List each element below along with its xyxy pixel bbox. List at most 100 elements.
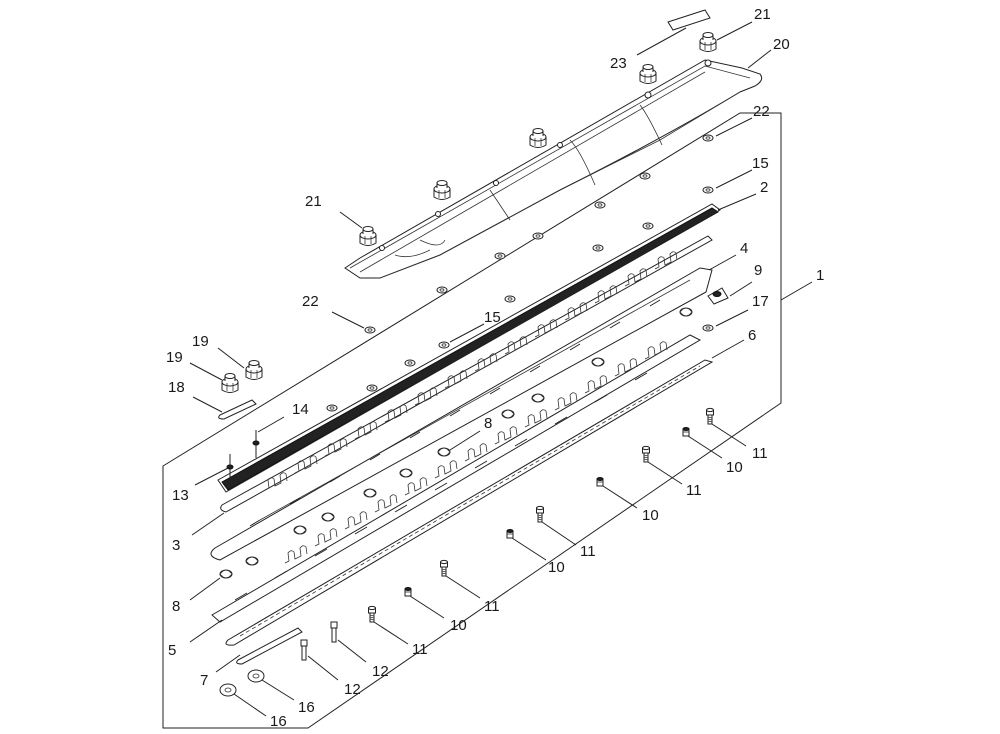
gear-8-f: [399, 468, 413, 478]
gear-8-e: [363, 488, 377, 498]
callout-12-lower: 12: [344, 681, 361, 698]
callout-11-d: 11: [484, 598, 500, 615]
gear-8-i: [591, 357, 605, 367]
callout-21-lower: 21: [305, 193, 322, 210]
callout-9: 9: [754, 262, 762, 279]
washer-c: [532, 232, 544, 240]
nut-19-right: [245, 360, 263, 380]
callout-8-left: 8: [172, 598, 180, 615]
callout-12-upper: 12: [372, 663, 389, 680]
nut-21-upper: [699, 32, 717, 52]
callout-21-upper: 21: [754, 6, 771, 23]
washer-d: [494, 252, 506, 260]
washer-15-upper: [702, 186, 714, 194]
nut-19-left: [221, 373, 239, 393]
washer-k: [642, 222, 654, 230]
callout-7: 7: [200, 672, 208, 689]
callout-6: 6: [748, 327, 756, 344]
callout-11-c: 11: [580, 543, 596, 560]
callout-10-d: 10: [450, 617, 467, 634]
bolt-12-lower: [300, 639, 308, 661]
washer-e: [436, 286, 448, 294]
upper-blade-part-4: [210, 251, 713, 561]
spacer-plate-part-7: [236, 627, 303, 665]
callout-11-e: 11: [412, 641, 428, 658]
gear-8-center: [437, 447, 451, 457]
gear-8-left: [219, 569, 233, 579]
gear-8-j: [679, 307, 693, 317]
callout-23: 23: [610, 55, 627, 72]
callout-19-lower: 19: [166, 349, 183, 366]
callout-1: 1: [816, 267, 824, 284]
bolt-10-b: [596, 477, 604, 487]
bolt-11-b: [642, 445, 650, 463]
callout-14: 14: [292, 401, 309, 418]
blade-cover-part-20: [344, 59, 763, 279]
clip-part-9: [707, 287, 729, 305]
washer-15-lower: [438, 341, 450, 349]
nut-21-lower: [359, 226, 377, 246]
callout-10-c: 10: [548, 559, 565, 576]
callout-11-a: 11: [752, 445, 768, 462]
callout-10-b: 10: [642, 507, 659, 524]
callout-22-lower: 22: [302, 293, 319, 310]
plate-part-18: [218, 399, 257, 420]
leader-lines: [189, 21, 813, 717]
gear-8-d: [321, 512, 335, 522]
nut-cover-3: [529, 128, 547, 148]
back-plate-part-2: [217, 203, 721, 493]
callout-17: 17: [752, 293, 769, 310]
gear-8-h: [531, 393, 545, 403]
bolt-11-d: [440, 559, 448, 577]
callout-16-upper: 16: [298, 699, 315, 716]
bolt-12-upper: [330, 621, 338, 643]
callout-13: 13: [172, 487, 189, 504]
label-part-23: [667, 9, 711, 31]
bolt-11-a: [706, 407, 714, 425]
callout-16-lower: 16: [270, 713, 287, 730]
bottom-bar-part-6: [225, 359, 714, 646]
bolt-11-c: [536, 505, 544, 523]
bolt-10-a: [682, 427, 690, 437]
assembly-frame: [162, 112, 782, 729]
nut-23: [639, 64, 657, 84]
callout-3: 3: [172, 537, 180, 554]
callout-19-upper: 19: [192, 333, 209, 350]
washer-h: [366, 384, 378, 392]
gear-8-g: [501, 409, 515, 419]
callout-8-center: 8: [484, 415, 492, 432]
bolt-11-e: [368, 605, 376, 623]
washer-i: [326, 404, 338, 412]
callout-15-upper: 15: [752, 155, 769, 172]
lower-blade-part-5: [211, 334, 702, 623]
gear-8-b: [245, 556, 259, 566]
nut-16-upper: [247, 669, 265, 683]
nut-cover-2: [433, 180, 451, 200]
callout-4: 4: [740, 240, 748, 257]
nut-16-lower: [219, 683, 237, 697]
callout-22-upper: 22: [753, 103, 770, 120]
gear-8-c: [293, 525, 307, 535]
washer-22-lower: [364, 326, 376, 334]
callout-5: 5: [168, 642, 176, 659]
bolt-10-c: [506, 529, 514, 539]
callout-2: 2: [760, 179, 768, 196]
callout-18: 18: [168, 379, 185, 396]
washer-b: [594, 201, 606, 209]
washer-a: [639, 172, 651, 180]
washer-f: [504, 295, 516, 303]
bolt-10-d: [404, 587, 412, 597]
callout-labels: 23 21 20 22 15 2 4 9 1 17 6 21 22 15 19 …: [166, 6, 824, 730]
washer-g: [404, 359, 416, 367]
washer-j: [592, 244, 604, 252]
callout-11-b: 11: [686, 482, 702, 499]
stud-part-14: [252, 430, 260, 458]
callout-15-lower: 15: [484, 309, 501, 326]
washer-22-upper: [702, 134, 714, 142]
stud-part-13: [226, 454, 234, 482]
washer-17: [702, 324, 714, 332]
callout-10-a: 10: [726, 459, 743, 476]
callout-20: 20: [773, 36, 790, 53]
